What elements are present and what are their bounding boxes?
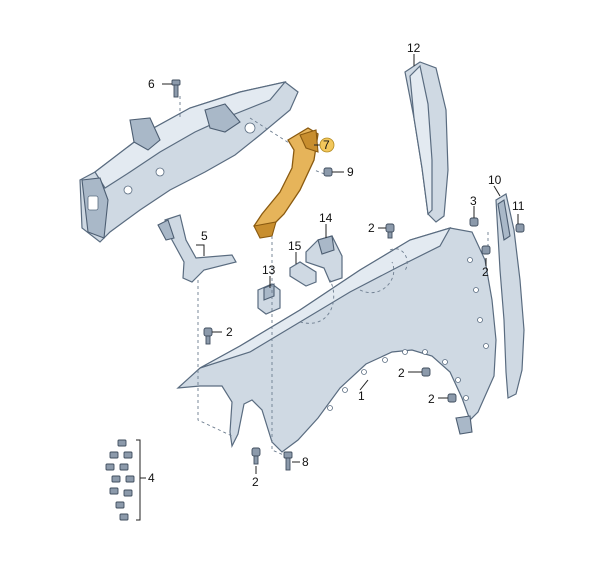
callout-2-near-14: 2 xyxy=(368,221,375,235)
callout-7: 7 xyxy=(323,138,330,152)
callout-2-arch-lower: 2 xyxy=(428,392,435,406)
screw-set-part-4 xyxy=(105,439,146,521)
clip-part-15 xyxy=(289,261,317,287)
callout-labels: 6 7 9 5 13 15 14 2 12 3 10 11 2 2 1 2 2 … xyxy=(148,41,525,489)
screw-part-3 xyxy=(469,217,479,227)
callout-5: 5 xyxy=(201,229,208,243)
screw-part-8 xyxy=(283,451,293,471)
highlighted-bracket-part-7 xyxy=(253,127,319,239)
callout-10: 10 xyxy=(488,173,502,187)
callout-6: 6 xyxy=(148,77,155,91)
callout-2-near-13: 2 xyxy=(226,325,233,339)
callout-9: 9 xyxy=(347,165,354,179)
callout-13: 13 xyxy=(262,263,276,277)
leader-lines xyxy=(162,54,519,474)
callout-2-near-10: 2 xyxy=(482,265,489,279)
screw-wheel-arch-upper xyxy=(421,367,431,377)
screw-near-part-10 xyxy=(481,245,491,255)
screw-bottom-left xyxy=(251,447,261,465)
callout-11: 11 xyxy=(512,199,525,213)
screw-near-part-14 xyxy=(385,223,395,239)
callout-7-highlight xyxy=(319,137,335,153)
callout-2-arch-upper: 2 xyxy=(398,366,405,380)
screw-part-11 xyxy=(515,223,525,233)
screw-part-6 xyxy=(171,79,181,98)
seal-strip-part-12 xyxy=(404,61,449,223)
callout-4: 4 xyxy=(148,471,155,485)
callout-3: 3 xyxy=(470,194,477,208)
strip-part-10 xyxy=(495,193,525,399)
screw-part-9 xyxy=(323,167,333,177)
front-frame-member xyxy=(79,81,301,243)
callout-14: 14 xyxy=(319,211,333,225)
callout-1: 1 xyxy=(358,389,365,403)
callout-12: 12 xyxy=(407,41,421,55)
callout-2-bottom: 2 xyxy=(252,475,259,489)
callout-8: 8 xyxy=(302,455,309,469)
screw-wheel-arch-lower xyxy=(447,393,457,403)
clip-part-14 xyxy=(305,235,343,283)
callout-15: 15 xyxy=(288,239,302,253)
fender-part-1 xyxy=(176,227,497,453)
bracket-part-5 xyxy=(157,214,237,283)
clip-part-13 xyxy=(257,283,281,315)
screw-near-part-13 xyxy=(203,327,213,345)
